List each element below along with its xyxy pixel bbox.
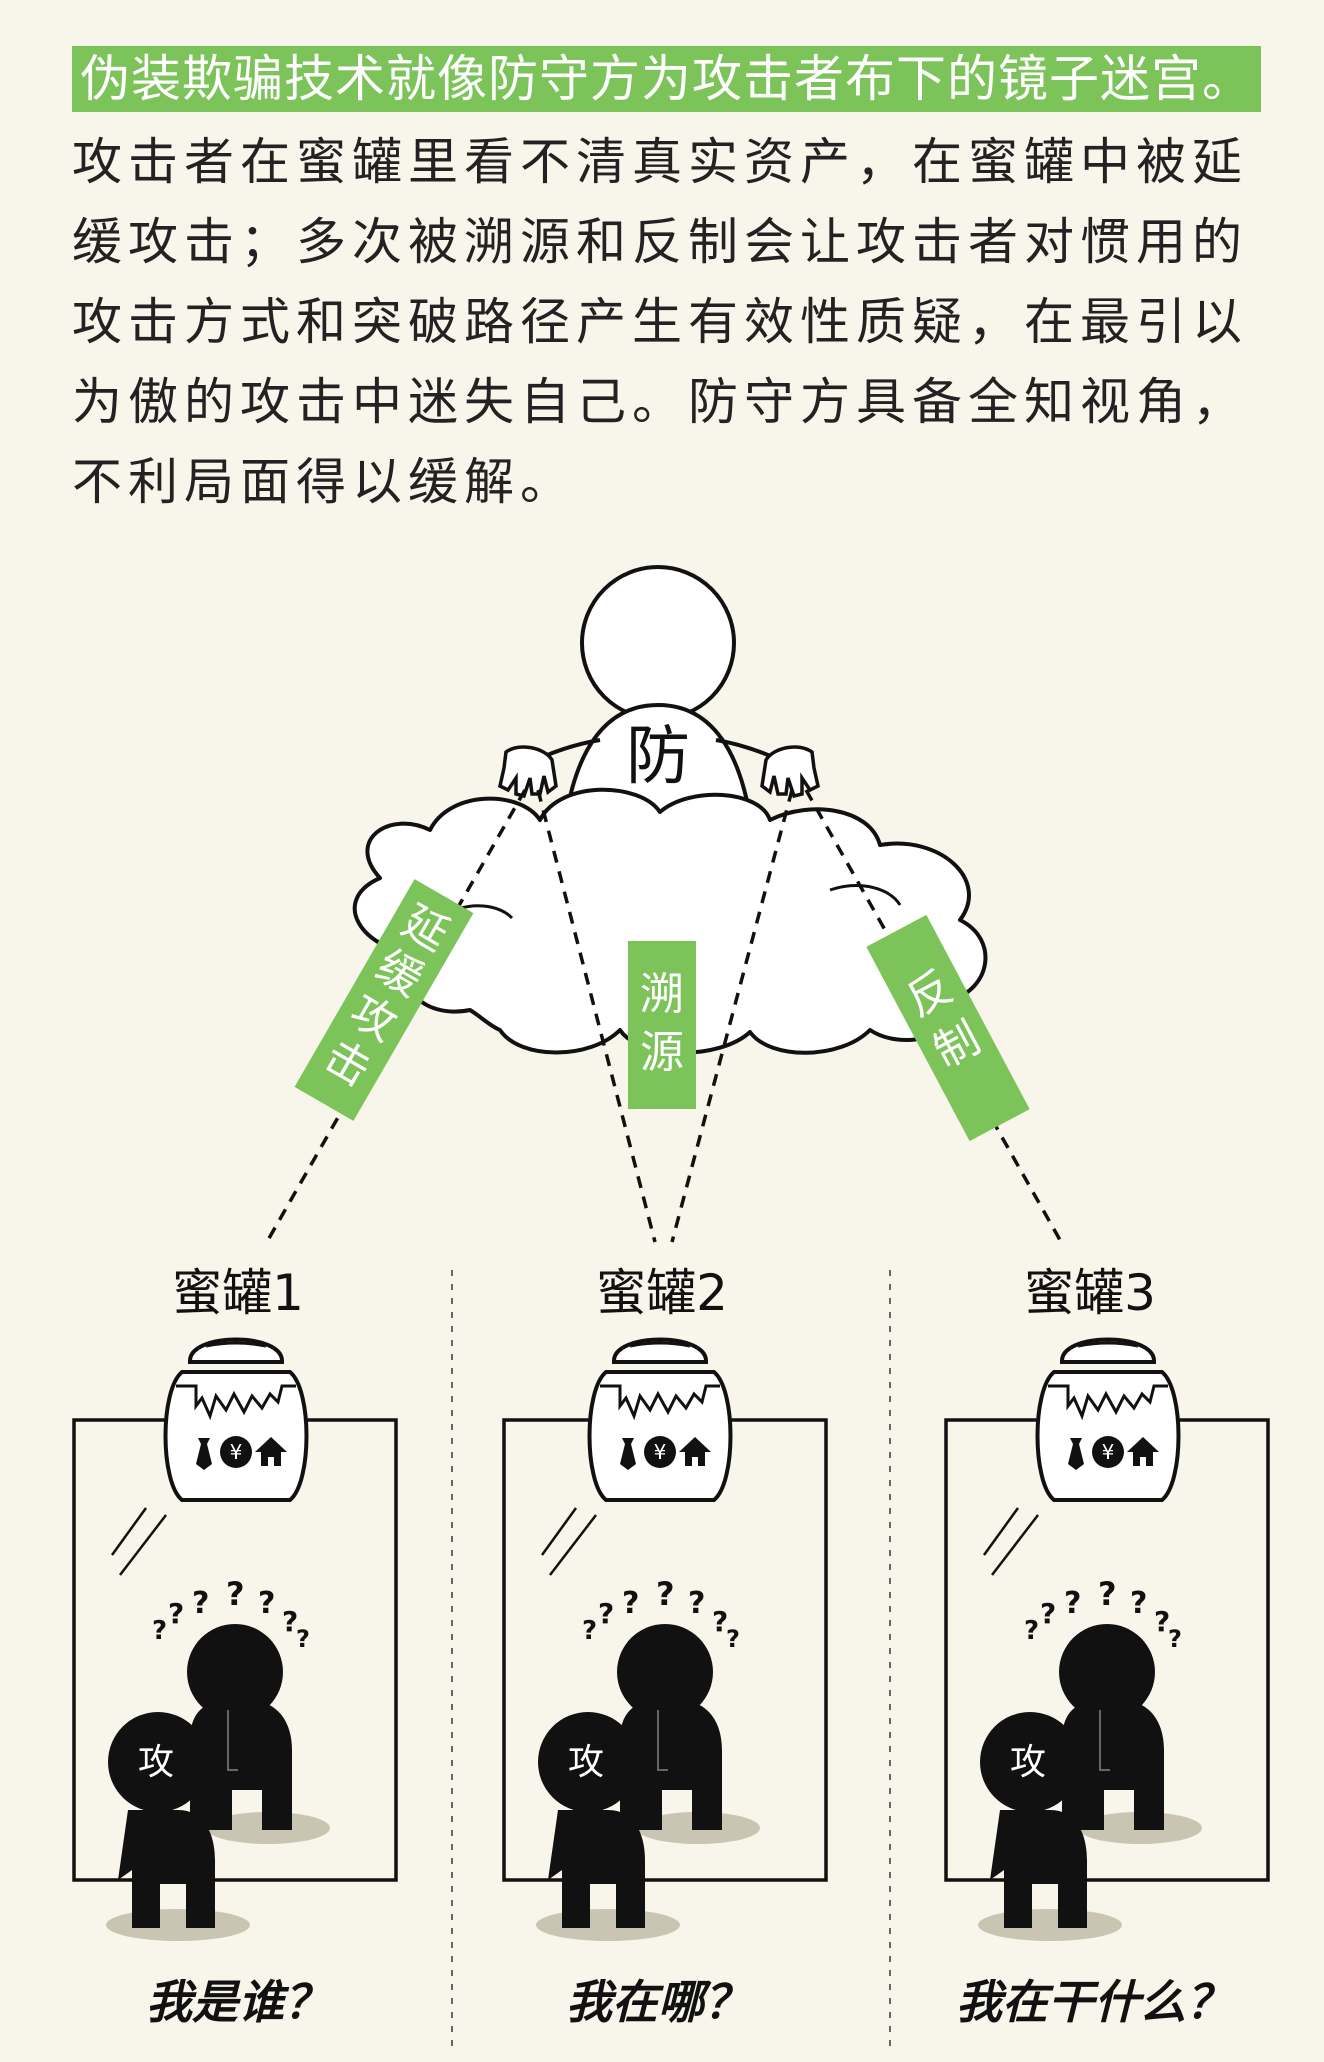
reflection-figure bbox=[187, 1624, 292, 1830]
paragraph-line: 攻击者在蜜罐里看不清真实资产，在蜜罐中被延 bbox=[72, 133, 1248, 191]
reflection-figure bbox=[1059, 1624, 1164, 1830]
honeypot-title: 蜜罐3 bbox=[1024, 1264, 1156, 1322]
column-dividers bbox=[451, 1270, 891, 2050]
honey-jar bbox=[1035, 1337, 1181, 1502]
yen-coin-icon bbox=[1092, 1436, 1124, 1468]
paragraph-line: 为傲的攻击中迷失自己。防守方具备全知视角， bbox=[72, 373, 1248, 431]
defender-label: 防 bbox=[626, 720, 690, 794]
honey-jar bbox=[163, 1337, 309, 1502]
honeypot-panel-3: 蜜罐3 攻 我在干什么？ bbox=[944, 1264, 1270, 2029]
attacker-label: 攻 bbox=[568, 1742, 604, 1783]
honeypot-title: 蜜罐1 bbox=[172, 1264, 304, 1322]
yen-coin-icon bbox=[644, 1436, 676, 1468]
svg-text:源: 源 bbox=[640, 1027, 684, 1078]
attacker-label: 攻 bbox=[138, 1742, 174, 1783]
paragraph-line: 缓攻击；多次被溯源和反制会让攻击者对惯用的 bbox=[72, 213, 1248, 271]
tag-delay-attack: 延 缓 攻 击 bbox=[294, 879, 474, 1121]
paragraph-line: 攻击方式和突破路径产生有效性质疑，在最引以 bbox=[72, 293, 1248, 351]
honey-jar bbox=[587, 1337, 733, 1502]
tag-counter-attack: 反 制 bbox=[866, 914, 1030, 1142]
paragraph: 攻击者在蜜罐里看不清真实资产，在蜜罐中被延 缓攻击；多次被溯源和反制会让攻击者对… bbox=[72, 122, 1272, 522]
reflection-figure bbox=[617, 1624, 722, 1830]
intro-text-block: 伪装欺骗技术就像防守方为攻击者布下的镜子迷宫。 攻击者在蜜罐里看不清真实资产，在… bbox=[72, 46, 1272, 522]
attacker-label: 攻 bbox=[1010, 1742, 1046, 1783]
paragraph-line: 不利局面得以缓解。 bbox=[72, 453, 576, 511]
yen-coin-icon bbox=[220, 1436, 252, 1468]
honeypot-panel-2: 蜜罐2 攻 我在哪？ bbox=[502, 1264, 828, 2029]
tag-trace-source: 溯 源 bbox=[628, 941, 696, 1109]
honeypot-caption: 我在干什么？ bbox=[956, 1975, 1232, 2029]
attacker-figure: 攻 bbox=[538, 1712, 645, 1928]
honeypot-title: 蜜罐2 bbox=[596, 1264, 728, 1322]
attacker-figure: 攻 bbox=[108, 1712, 215, 1928]
svg-text:溯: 溯 bbox=[640, 969, 684, 1020]
attacker-figure: 攻 bbox=[980, 1712, 1087, 1928]
honeypot-panel-1: 蜜罐1 攻 我是谁？ bbox=[72, 1264, 398, 2029]
honeypot-caption: 我是谁？ bbox=[146, 1975, 330, 2029]
headline: 伪装欺骗技术就像防守方为攻击者布下的镜子迷宫。 bbox=[72, 46, 1261, 112]
honeypot-caption: 我在哪？ bbox=[566, 1975, 750, 2029]
